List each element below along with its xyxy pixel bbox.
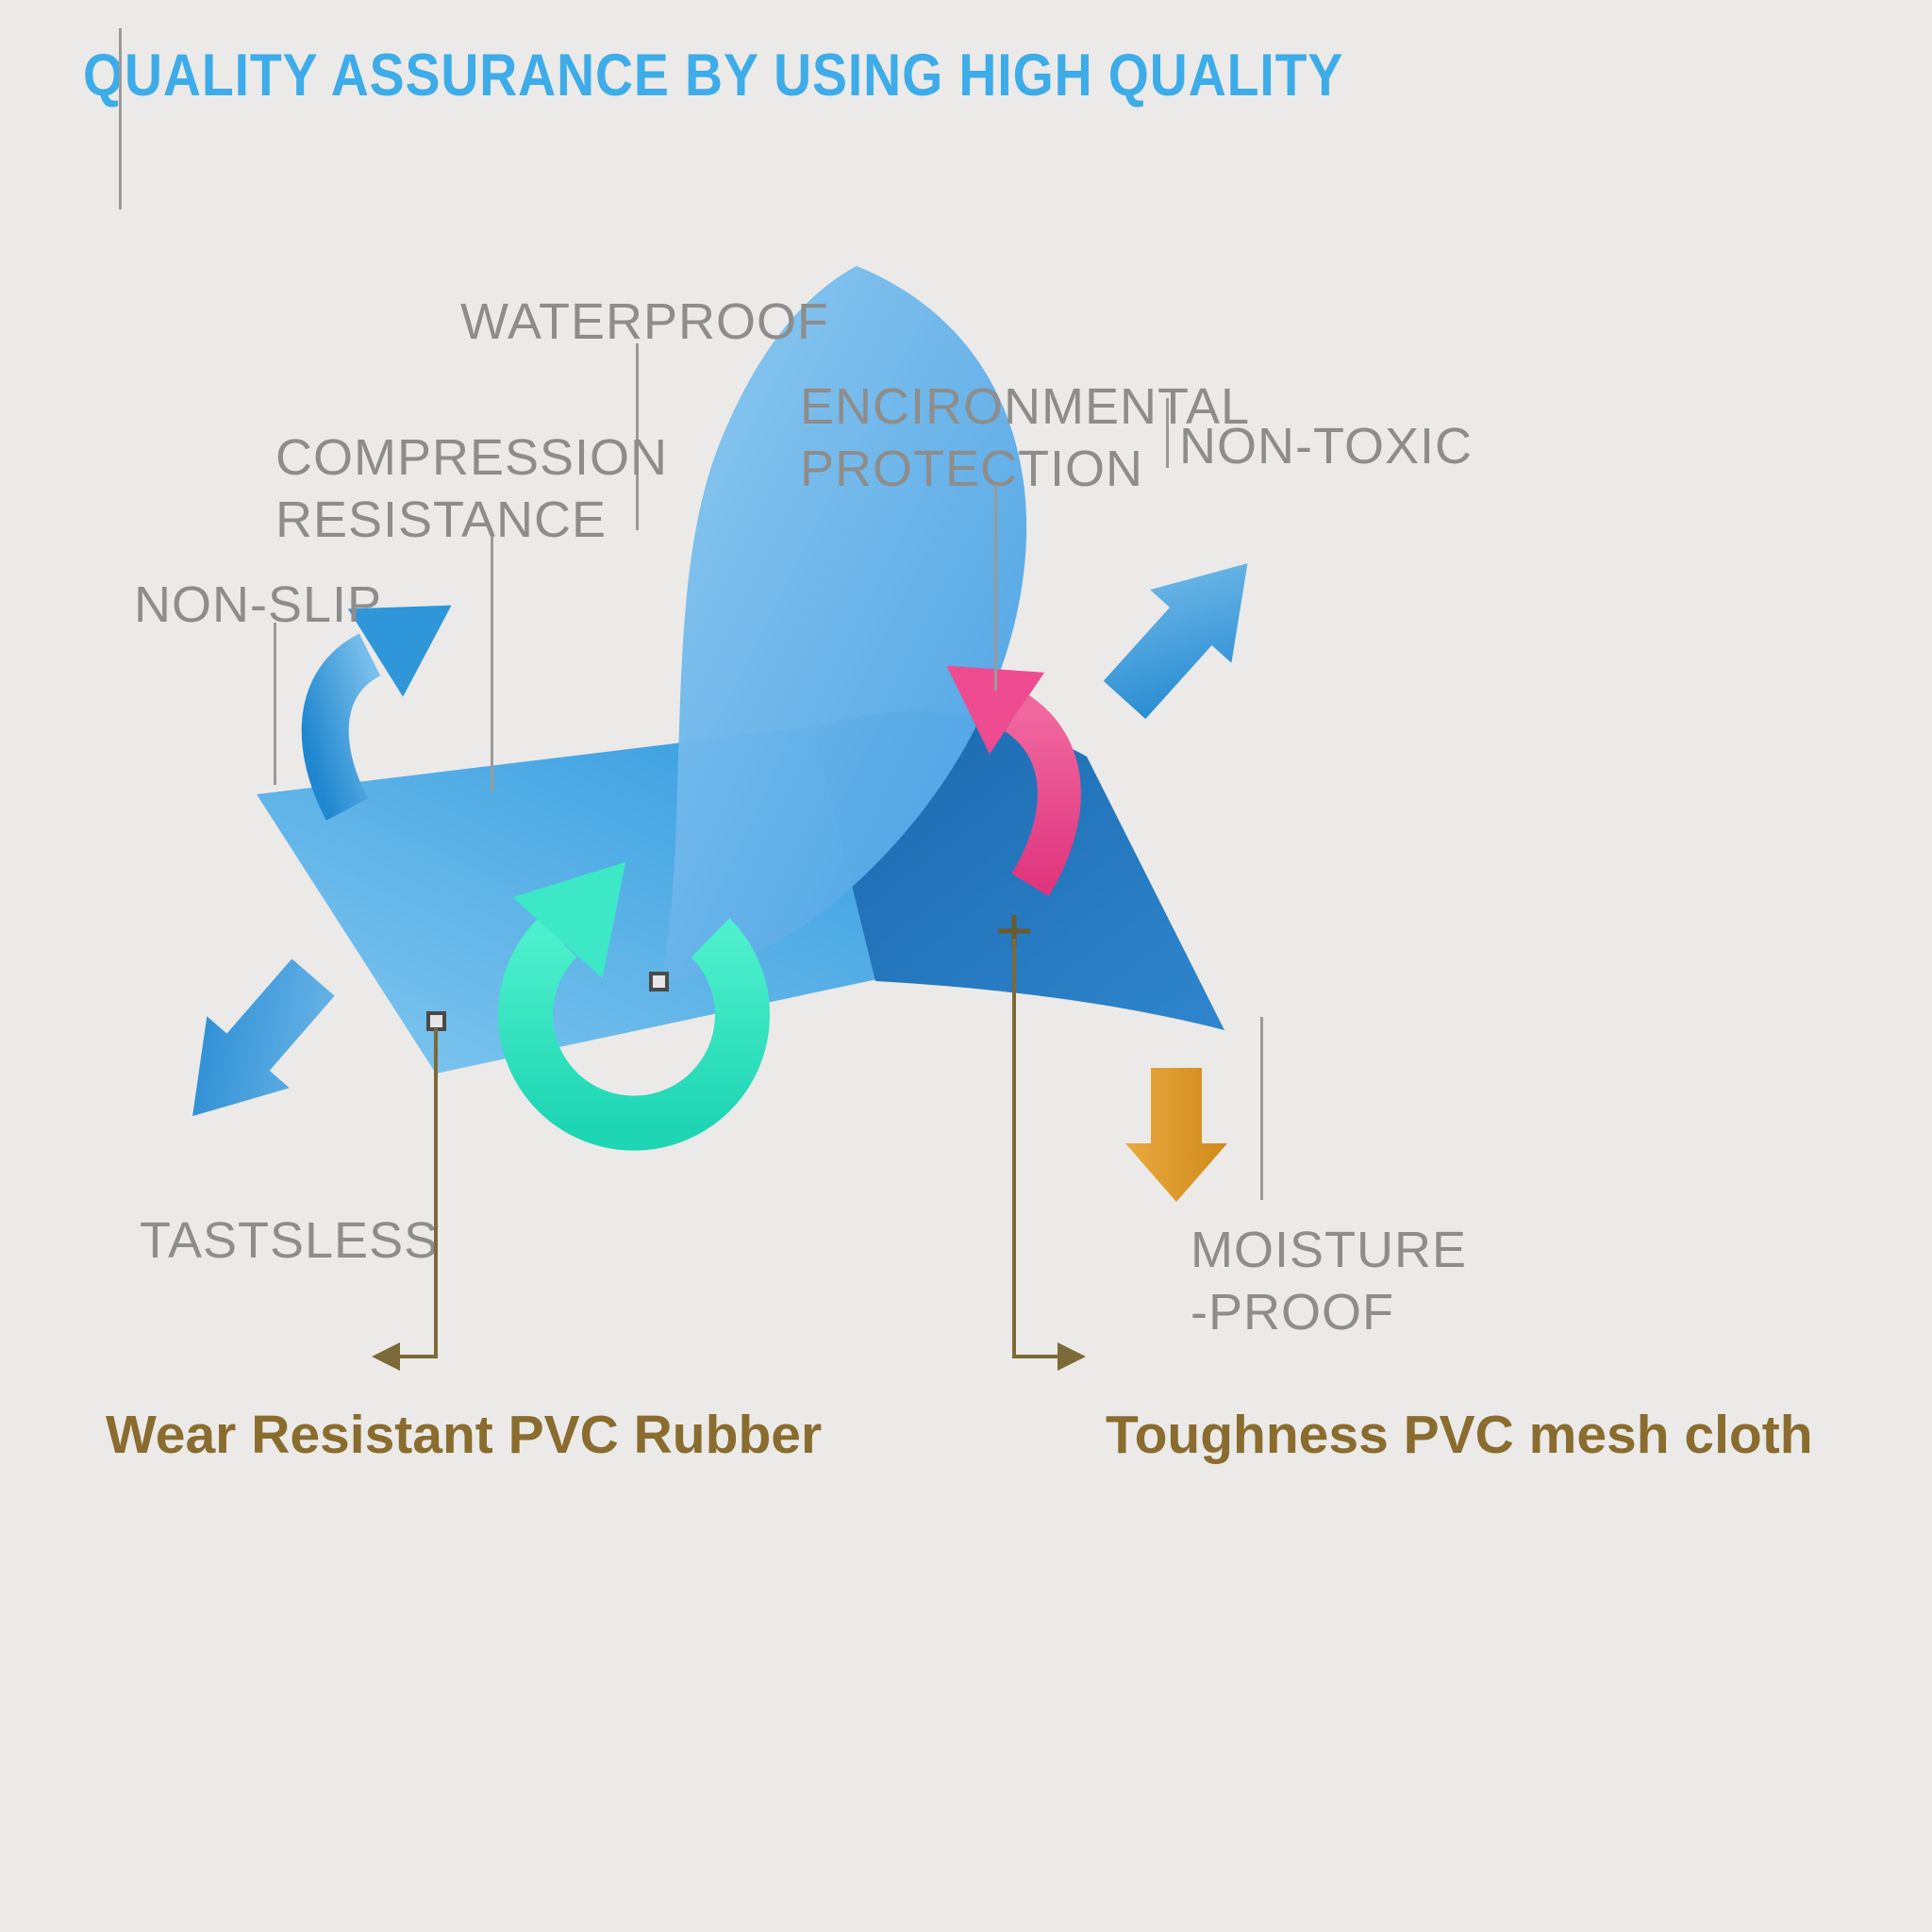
label-environmental: ENCIRONMENTAL PROTECTION: [800, 375, 1250, 500]
curved-arrow-up-icon: [301, 605, 452, 821]
leader-brown-left-vertical: [434, 1028, 438, 1357]
marker-square-center: [649, 972, 669, 991]
label-waterproof: WATERPROOF: [460, 293, 829, 350]
label-moisture-line2: -PROOF: [1191, 1284, 1394, 1341]
folded-sheet-shape: [660, 266, 1027, 983]
leader-brown-left-arrowhead: [372, 1342, 400, 1371]
page-title: QUALITY ASSURANCE BY USING HIGH QUALITY: [83, 42, 1344, 108]
block-arrow-down-icon: [1125, 1068, 1227, 1202]
label-environmental-line1: ENCIRONMENTAL: [800, 378, 1251, 435]
label-moisture-line1: MOISTURE: [1191, 1222, 1468, 1278]
leader-brown-right-vertical: [1012, 939, 1016, 1358]
label-compression-line1: COMPRESSION: [275, 429, 669, 486]
pink-curved-arrow-icon: [946, 665, 1081, 896]
leader-brown-left-horizontal: [400, 1355, 438, 1358]
marker-square-left: [426, 1011, 446, 1031]
label-environmental-line2: PROTECTION: [800, 441, 1144, 497]
caption-toughness: Toughness PVC mesh cloth: [1106, 1405, 1813, 1465]
leader-brown-right-arrowhead: [1058, 1342, 1086, 1371]
leader-line-non-slip: [274, 623, 276, 785]
label-non-toxic: NON-TOXIC: [1179, 418, 1474, 475]
leader-line-environmental: [994, 485, 997, 691]
label-moisture: MOISTURE -PROOF: [1191, 1219, 1467, 1343]
leader-line-compression: [491, 536, 493, 792]
leader-brown-right-horizontal: [1016, 1355, 1058, 1358]
block-arrow-down-left-icon: [192, 958, 335, 1117]
label-compression-line2: RESISTANCE: [275, 491, 608, 548]
separator-line-nontoxic: [1166, 398, 1169, 468]
caption-wear-resistant: Wear Resistant PVC Rubber: [106, 1405, 823, 1465]
block-arrow-up-right-icon: [1103, 563, 1248, 720]
leader-line-moisture: [1260, 1017, 1263, 1200]
circular-rotate-arrow-icon: [498, 861, 770, 1151]
leader-line-waterproof: [636, 343, 639, 530]
title-accent-line: [119, 28, 122, 209]
label-tastsless: TASTSLESS: [140, 1212, 440, 1269]
label-non-slip: NON-SLIP: [134, 576, 383, 633]
